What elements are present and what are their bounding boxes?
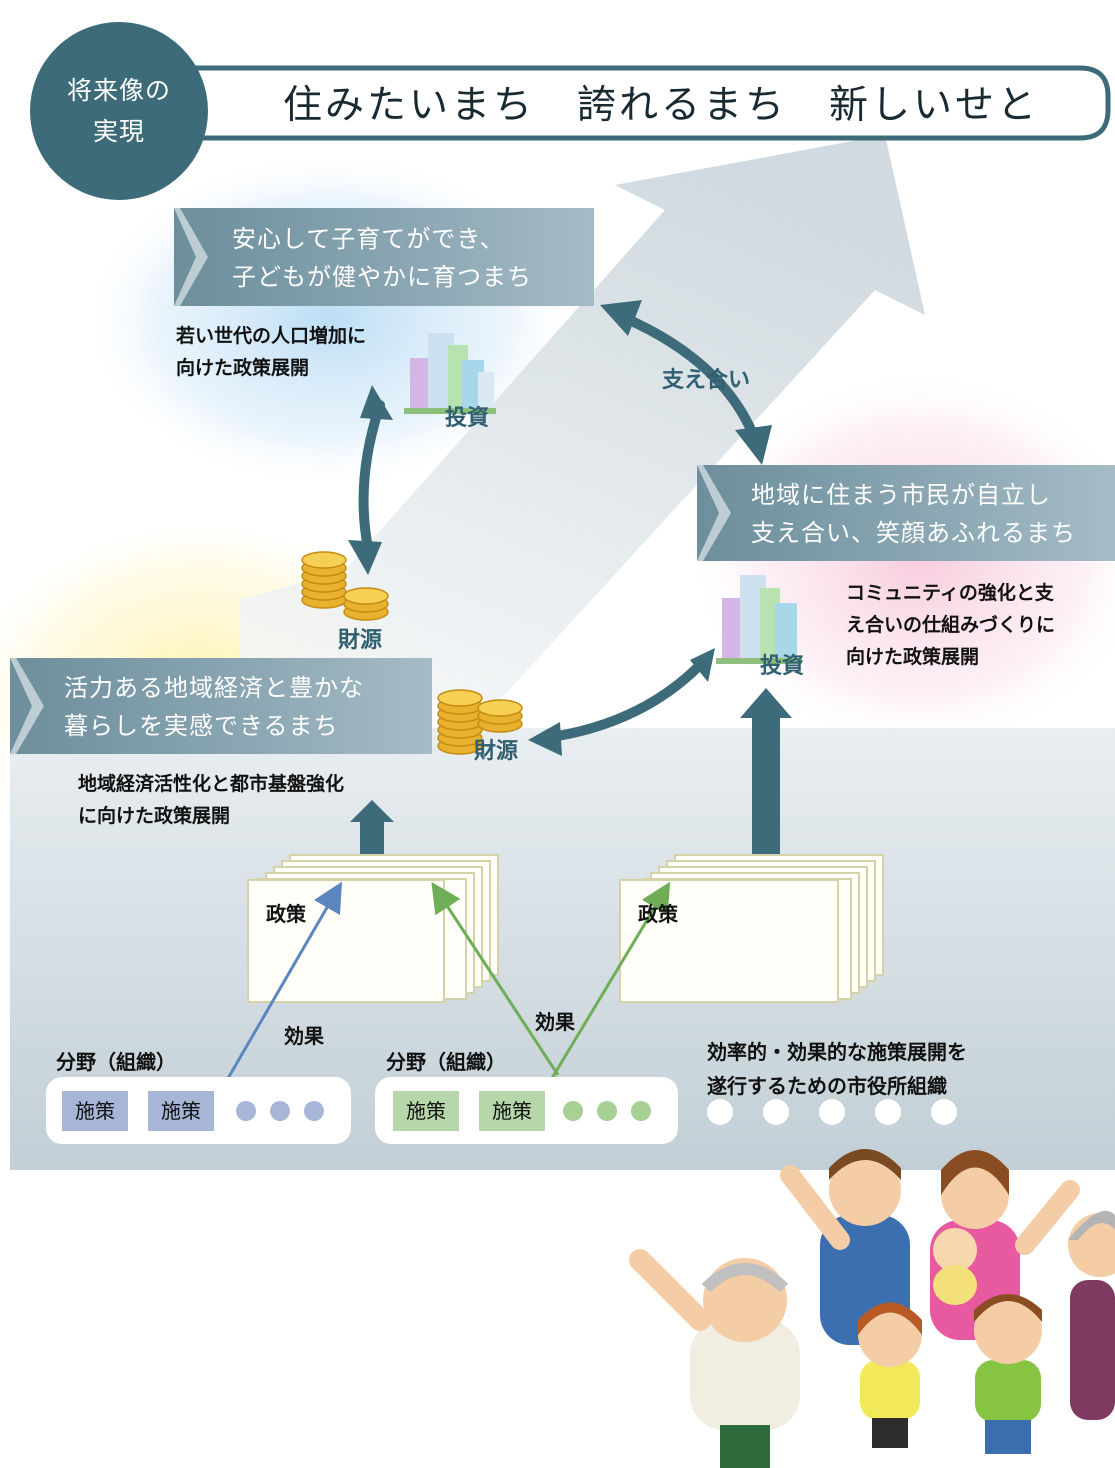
city-hall-note: 効率的・効果的な施策展開を 遂行するための市役所組織 [707,1035,967,1103]
field-label: 分野（組織） [56,1050,176,1074]
note-line: コミュニティの強化と支 [846,582,1054,604]
investment-label: 投資 [760,654,805,679]
growth-arrow [240,135,925,700]
note-line: 効率的・効果的な施策展開を [707,1040,967,1064]
funding-label: 財源 [338,628,383,653]
goal-banner-childcare: 安心して子育てができ、 子どもが健やかに育つまち [174,208,594,306]
more-dots-icon [563,1101,651,1121]
slogan-frame [190,65,1111,141]
measure-chip: 施策 [393,1091,459,1131]
support-label: 支え合い [662,368,751,393]
fib-head-left [528,722,562,756]
policy-right-shaft [752,715,780,858]
effect-label: 効果 [535,1010,575,1034]
policy-right-head [740,688,792,718]
childcare-policy-note: 若い世代の人口増加に 向けた政策展開 [176,320,366,384]
field-panel-right: 施策 施策 [375,1077,678,1144]
goal-title-line-2: 支え合い、笑顔あふれるまち [751,519,1076,547]
fi-left-head-up [360,385,393,420]
people-illustration [629,1149,1115,1468]
note-line: に向けた政策展開 [78,805,231,827]
goal-banner-community: 地域に住まう市民が自立し 支え合い、笑顔あふれるまち [697,465,1115,561]
fib-head-right [690,648,715,682]
chevron-icon [174,208,208,306]
field-label: 分野（組織） [386,1050,506,1074]
effect-label: 効果 [284,1024,324,1048]
economy-policy-note: 地域経済活性化と都市基盤強化 に向けた政策展開 [78,768,344,832]
more-dots-icon [236,1101,324,1121]
goal-title-line-2: 暮らしを実感できるまち [64,712,339,740]
measure-chip: 施策 [479,1091,545,1131]
field-panel-left: 施策 施策 [46,1077,351,1144]
note-line: 遂行するための市役所組織 [707,1074,947,1098]
note-line: え合いの仕組みづくりに [846,614,1056,636]
note-line: 向けた政策展開 [846,646,980,668]
goal-banner-economy: 活力ある地域経済と豊かな 暮らしを実感できるまち [10,658,432,754]
measure-chip: 施策 [148,1091,214,1131]
buildings-icon [716,575,802,664]
support-arrowhead-down [735,425,772,465]
policy-stack-left [247,854,499,1003]
support-arrowhead-up [600,300,642,336]
goal-title-line-1: 地域に住まう市民が自立し [751,481,1051,509]
community-policy-note: コミュニティの強化と支 え合いの仕組みづくりに 向けた政策展開 [846,577,1055,673]
note-line: 向けた政策展開 [176,357,310,379]
support-double-arrow [620,313,757,437]
effect-arrow-green-1 [431,881,560,1076]
badge-line-2: 実現 [92,117,145,146]
buildings-icon [404,333,496,414]
policy-left-shaft [360,820,384,858]
policy-left-head [350,800,394,822]
funding-label: 財源 [474,739,519,764]
fi-left-head-down [348,540,382,575]
funding-investment-arrow-bottom [540,660,705,743]
policy-label: 政策 [266,902,306,926]
more-dots-icon [707,1099,957,1125]
note-line: 地域経済活性化と都市基盤強化 [78,773,345,795]
coin-stack-icon [301,551,389,621]
chevron-icon [10,658,44,754]
goal-title-line-2: 子どもが健やかに育つまち [232,263,532,291]
investment-label: 投資 [445,406,490,431]
vision-badge: 将来像の 実現 [30,22,208,200]
badge-line-1: 将来像の [66,75,171,105]
measure-chip: 施策 [62,1091,128,1131]
policy-stack-right [619,854,884,1003]
coin-stack-icon [437,689,523,755]
funding-investment-arrow-left [358,400,385,553]
note-line: 若い世代の人口増加に [176,325,367,347]
city-slogan: 住みたいまち 誇れるまち 新しいせと [283,83,1040,128]
chevron-icon [697,465,731,561]
goal-title-line-1: 安心して子育てができ、 [232,225,505,253]
goal-title-line-1: 活力ある地域経済と豊かな [64,674,364,702]
policy-label: 政策 [638,902,678,926]
